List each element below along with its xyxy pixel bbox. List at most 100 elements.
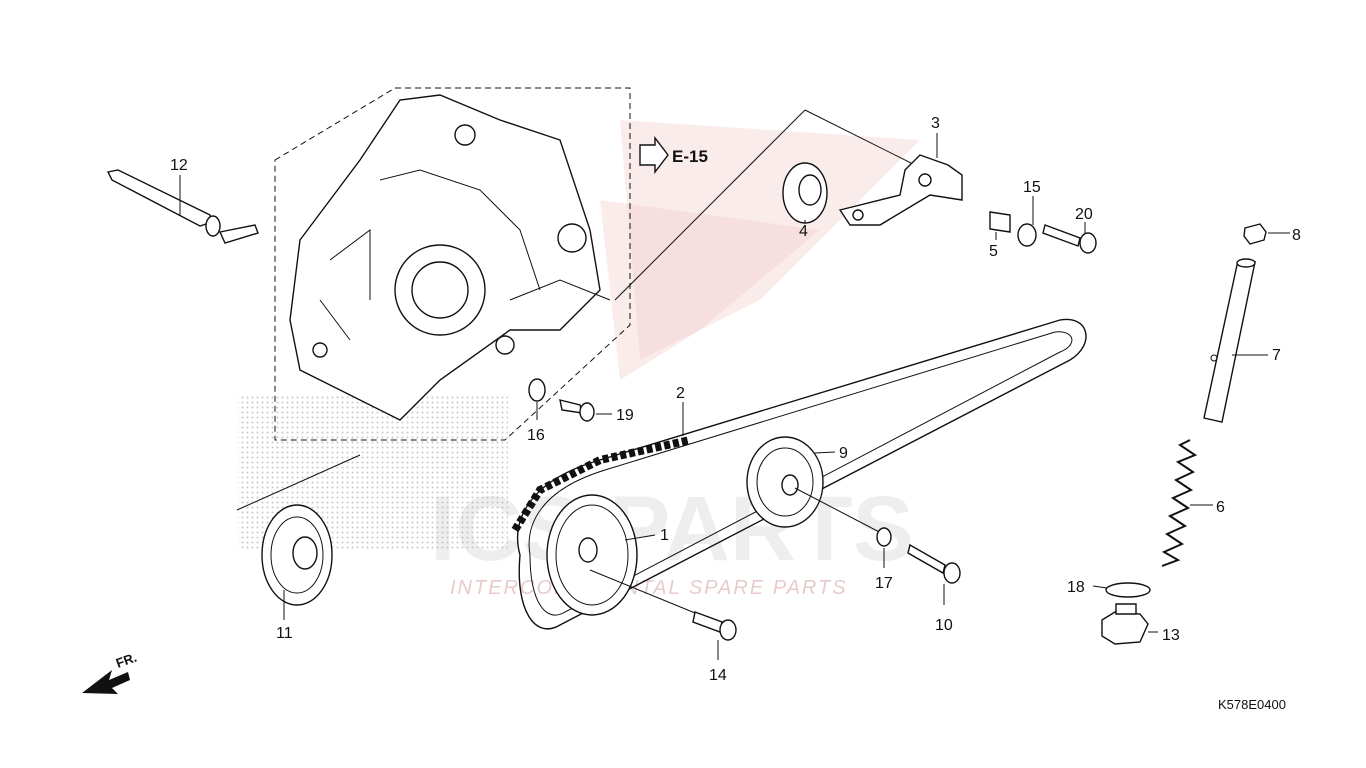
callout-9: 9 [839,445,848,462]
washer-17 [876,527,892,547]
sprocket-1-hub [578,537,598,563]
leader-11-crank [236,454,361,511]
arm-hole-upper [918,173,932,187]
front-arrow-icon [82,670,130,694]
part-16-washer: 16 [527,378,546,444]
crankcase-group [274,87,631,441]
reference-e15: E-15 [639,135,708,175]
watermark-wing-lower-icon [600,200,820,380]
crankcase-boss [557,223,587,253]
reference-arrow-icon [639,135,669,175]
part-13-bolt: 13 [1101,603,1180,645]
part-19-bolt: 19 [559,399,634,424]
callout-8: 8 [1292,227,1301,244]
part-8-cap: 8 [1243,223,1301,245]
crankcase-hole-left [312,342,328,358]
bolt-13-head [1101,611,1149,645]
part-6-spring: 6 [1161,439,1225,567]
washer-15 [1017,223,1037,247]
crankcase-hole-top [454,124,476,146]
diagram-code: K578E0400 [1218,697,1286,712]
bolt-shaft [106,169,213,227]
spring-6 [1161,439,1198,567]
tube-7-top [1236,258,1256,268]
bolt-20-head [1079,232,1097,254]
callout-5: 5 [989,243,998,260]
part-14-bolt: 14 [589,569,737,684]
callout-4: 4 [799,223,808,240]
callout-16: 16 [527,427,545,444]
front-label: FR. [114,650,139,671]
part-7-tube: 7 [1203,258,1281,423]
cap-8 [1243,223,1267,245]
crankcase-ribs [319,169,541,341]
crankcase-dashed-outline [274,87,631,441]
bolt-13-thread [1115,603,1137,615]
bolt-10-shank [907,543,946,575]
bolt-collar [205,215,221,237]
watermark-brand: ICS PARTS [430,478,914,580]
callout-14: 14 [709,667,727,684]
sprocket-11-hub [292,536,318,570]
sprocket-4-hub [798,174,822,206]
callout-18: 18 [1067,579,1085,596]
callout-15: 15 [1023,179,1041,196]
leader-17-axis [794,487,886,536]
crankcase-hole-low [495,335,515,355]
bolt-19-head [579,402,595,422]
bolt-14-shank [692,611,723,633]
callout-6: 6 [1216,499,1225,516]
callout-7: 7 [1272,347,1281,364]
chain-links [511,436,691,533]
callout-3: 3 [931,115,940,132]
collar-5 [989,211,1011,233]
roller-9-ring [756,447,814,517]
part-11-sprocket: 11 [236,454,361,642]
part-5-collar: 5 [989,211,1011,260]
part-10-bolt: 10 [907,543,961,634]
bolt-thread [218,224,259,244]
callout-19: 19 [616,407,634,424]
callout-17: 17 [875,575,893,592]
washer-18 [1105,582,1151,598]
leader-box-4 [614,109,806,301]
tube-7-hole [1210,354,1218,362]
callout-1: 1 [660,527,669,544]
part-2-chain: 2 [511,318,1087,630]
bolt-14-head [719,619,737,641]
leader-1 [624,534,656,541]
part-4-sprocket: 4 [614,109,916,301]
part-17-washer: 17 [794,487,893,592]
chain-inner [528,331,1073,616]
leader-box-3 [804,109,916,166]
reference-label: E-15 [672,147,708,166]
tube-7 [1203,261,1256,423]
part-18-washer: 18 [1067,579,1151,598]
crankcase-bore-inner [411,261,469,319]
sprocket-11-ring [270,516,324,594]
callout-12: 12 [170,157,188,174]
bolt-10-head [943,562,961,584]
roller-9-hub [781,474,799,496]
part-20-bolt: 20 [1042,206,1097,254]
callout-13: 13 [1162,627,1180,644]
bolt-20-shank [1042,224,1081,247]
bolt-19-shank [559,399,583,414]
leader-18 [1092,585,1108,589]
front-direction: FR. [82,650,139,694]
part-15-washer: 15 [1017,179,1041,247]
watermark: ICS PARTS INTERCONTINENTAL SPARE PARTS [238,120,920,599]
callout-2: 2 [676,385,685,402]
crankcase-gasket [509,279,611,301]
part-9-roller: 9 [746,436,848,528]
arm-hole-lower [852,209,864,221]
sprocket-1-ring [555,504,629,606]
part-1-sprocket: 1 [546,494,669,616]
callout-20: 20 [1075,206,1093,223]
callout-10: 10 [935,617,953,634]
watermark-wing-icon [620,120,920,360]
part-12-bolt: 12 [106,157,259,244]
leader-9 [814,451,836,454]
leader-14-axis [589,569,701,616]
